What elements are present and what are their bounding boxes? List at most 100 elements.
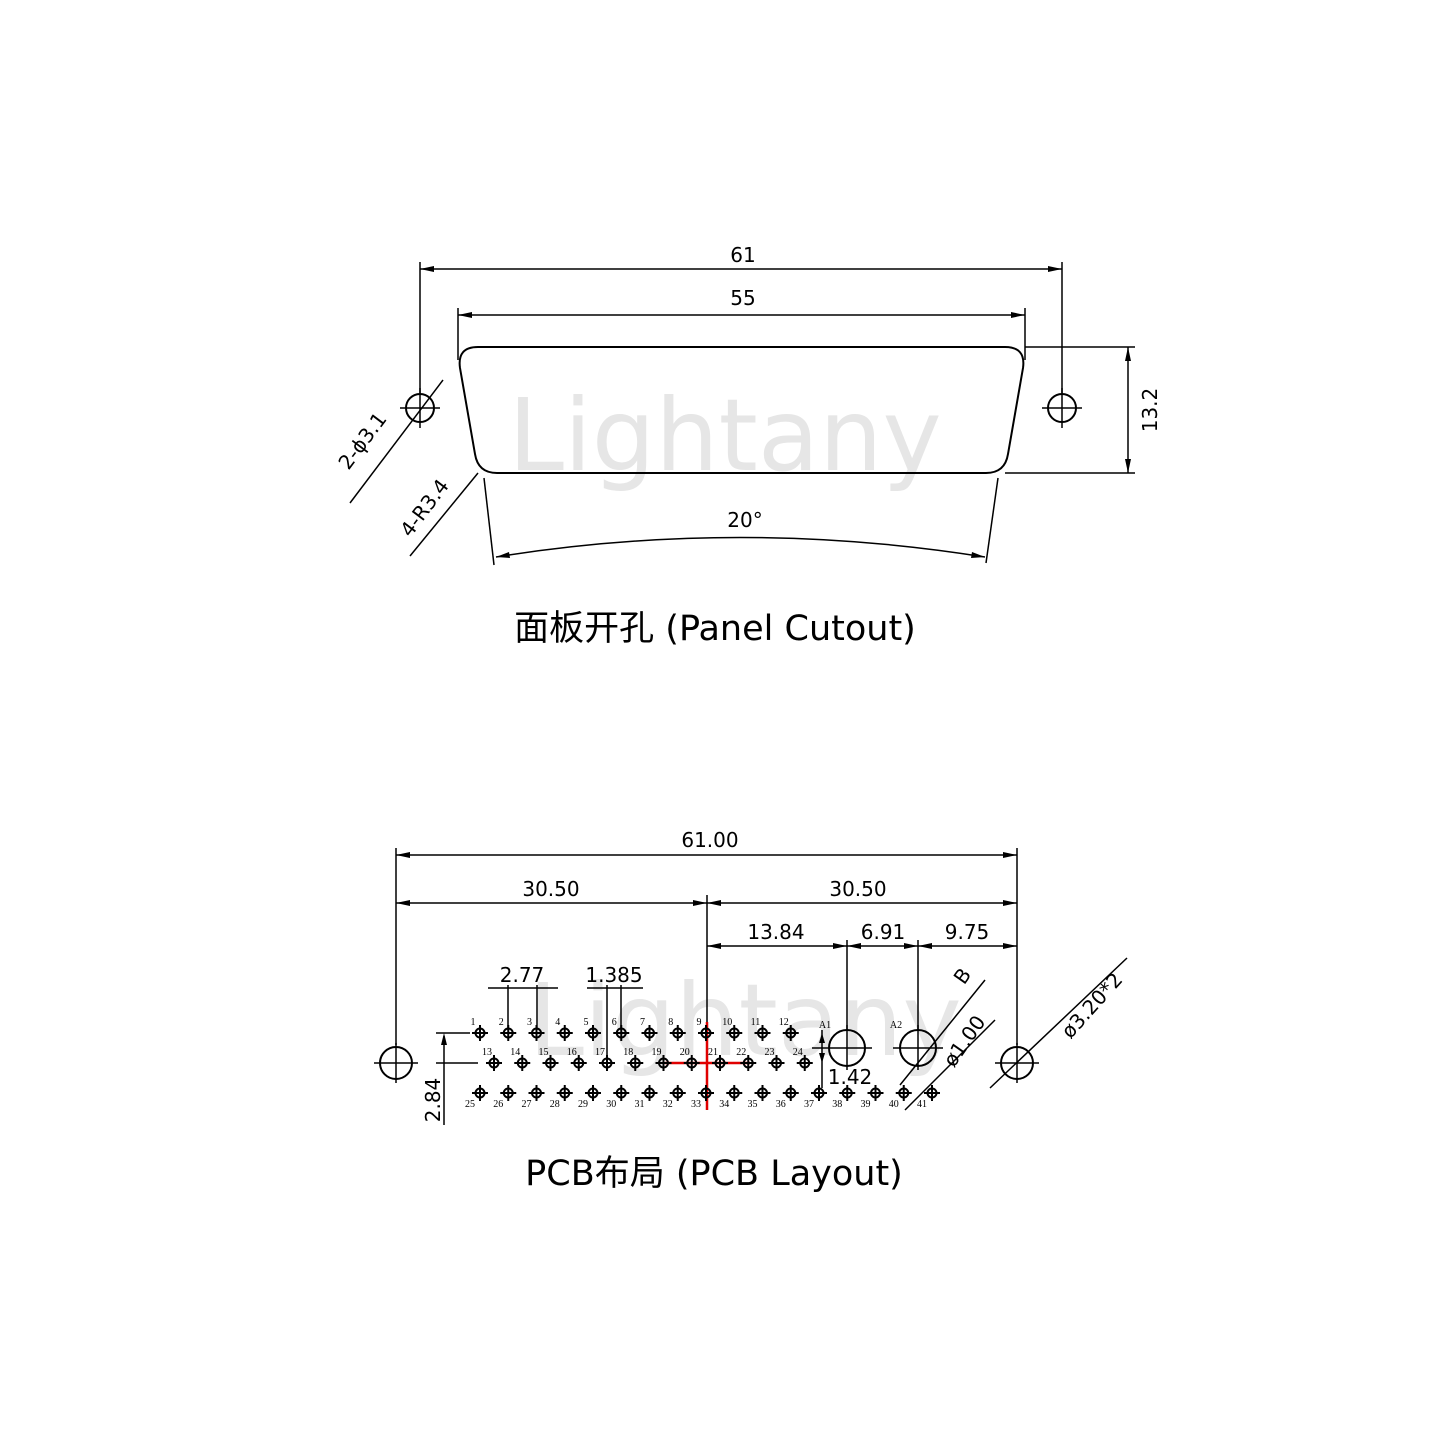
dimension-55: 55 [457,286,1026,360]
pin-18: 18 [623,1047,644,1071]
pin-number: 21 [708,1047,718,1058]
svg-text:61.00: 61.00 [681,828,738,852]
svg-text:13.84: 13.84 [747,920,804,944]
dimension-13-2: 13.2 [1005,346,1162,474]
pin-39: 39 [861,1085,884,1110]
pin-32: 32 [663,1085,686,1110]
pin-28: 28 [550,1085,573,1110]
svg-text:2.77: 2.77 [500,963,545,987]
pin-12: 12 [779,1017,799,1041]
svg-text:6.91: 6.91 [861,920,906,944]
pin-number: 28 [550,1099,560,1110]
pin-40: 40 [889,1085,912,1110]
pin-number: 38 [832,1099,842,1110]
pin-number: 20 [680,1047,690,1058]
dimension-2-84: 2.84 [421,1032,478,1125]
dimension-hole-offsets: 13.84 6.91 9.75 [707,920,1017,1030]
pin-number: 31 [635,1099,645,1110]
pin-number: 15 [539,1047,549,1058]
pin-number: 29 [578,1099,588,1110]
pin-31: 31 [635,1085,658,1110]
pin-number: 1 [471,1017,476,1028]
pin-number: 26 [493,1099,503,1110]
pin-24: 24 [793,1047,813,1071]
pcb-layout-title: PCB布局 (PCB Layout) [525,1154,903,1194]
svg-text:61: 61 [730,243,755,267]
svg-text:1.42: 1.42 [828,1065,873,1089]
pin-13: 13 [482,1047,502,1071]
pin-26: 26 [493,1085,517,1110]
pin-number: 40 [889,1099,899,1110]
svg-text:2.84: 2.84 [421,1078,445,1123]
pin-number: 19 [652,1047,662,1058]
pin-number: 17 [595,1047,605,1058]
pin-number: 9 [697,1017,702,1028]
mounting-hole-left [400,388,440,428]
pin-number: 4 [555,1017,560,1028]
pin-36: 36 [776,1085,799,1110]
pin-number: 33 [691,1099,701,1110]
pin-19: 19 [652,1047,672,1071]
pin-30: 30 [606,1085,630,1110]
pin-number: 30 [606,1099,616,1110]
pin-number: 34 [719,1099,729,1110]
pin-number: 25 [465,1099,475,1110]
pin-number: 8 [668,1017,673,1028]
pin-number: 35 [748,1099,758,1110]
pin-number: 22 [736,1047,746,1058]
pin-1: 1 [471,1017,488,1041]
pin-number: 37 [804,1099,814,1110]
dimension-1-42: 1.42 [819,1030,872,1089]
pin-4: 4 [555,1017,573,1041]
pin-34: 34 [719,1085,743,1110]
pin-7: 7 [640,1017,658,1041]
pin-number: 13 [482,1047,492,1058]
pin-number: 14 [510,1047,520,1058]
pin-38: 38 [832,1085,856,1110]
pin-number: 7 [640,1017,645,1028]
svg-text:13.2: 13.2 [1138,388,1162,433]
mounting-hole-right [1042,388,1082,428]
dimension-half-pitch: 1.385 [585,963,643,1060]
panel-cutout-title: 面板开孔 (Panel Cutout) [514,609,916,649]
pin-37: 37 [804,1085,827,1110]
pin-number: 11 [751,1017,761,1028]
pin-number: 23 [765,1047,775,1058]
pcb-mount-hole-left [374,1043,418,1083]
pin-number: 6 [612,1017,617,1028]
leader-radius: 4-R3.4 [395,472,479,557]
pin-number: 16 [567,1047,577,1058]
svg-text:9.75: 9.75 [945,920,990,944]
pin-16: 16 [567,1047,587,1071]
svg-text:20°: 20° [727,508,762,532]
dimension-pitch: 2.77 [488,963,558,1030]
pin-number: 5 [584,1017,589,1028]
svg-text:30.50: 30.50 [829,877,886,901]
svg-text:ø3.20*2: ø3.20*2 [1056,968,1127,1043]
pin-20: 20 [680,1047,700,1071]
pin-number: 2 [499,1017,504,1028]
pin-number: 41 [917,1099,927,1110]
svg-text:30.50: 30.50 [522,877,579,901]
watermark-top: Lightany [508,377,941,494]
pin-number: 10 [722,1017,732,1028]
dimension-angle: 20° [483,477,999,566]
pin-33: 33 [691,1085,714,1110]
pin-number: 36 [776,1099,786,1110]
pin-number: 24 [793,1047,803,1058]
pin-35: 35 [748,1085,771,1110]
dimension-30-50: 30.50 30.50 [396,877,1017,1022]
pin-25: 25 [465,1085,488,1110]
pin-21: 21 [708,1047,728,1071]
pin-23: 23 [765,1047,785,1071]
cutout-outline [458,346,1025,474]
svg-text:4-R3.4: 4-R3.4 [395,474,454,541]
pin-15: 15 [539,1047,559,1071]
dimension-61: 61 [419,243,1063,393]
pin-number: 27 [522,1099,532,1110]
pin-5: 5 [584,1017,601,1041]
pin-14: 14 [510,1047,531,1071]
pin-10: 10 [722,1017,743,1041]
